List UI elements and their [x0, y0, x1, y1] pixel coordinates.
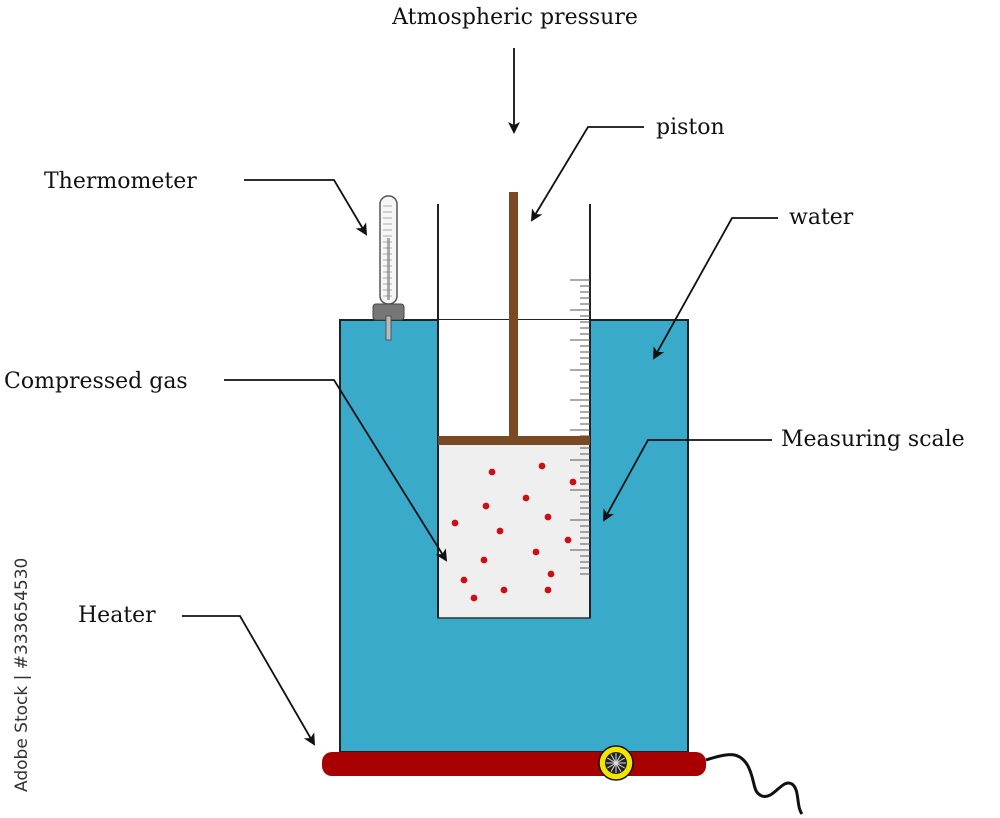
- label-water: water: [789, 205, 854, 230]
- label-compressed-gas: Compressed gas: [4, 369, 188, 394]
- compressed-gas-region: [437, 441, 591, 619]
- label-measuring-scale: Measuring scale: [781, 427, 965, 452]
- label-atmospheric-pressure: Atmospheric pressure: [391, 5, 638, 30]
- gas-particle: [569, 478, 577, 486]
- gas-particle: [496, 527, 504, 535]
- heater-cable: [705, 753, 804, 815]
- stock-watermark: Adobe Stock | #333654530: [12, 558, 32, 792]
- compressed-gas-arrow: [224, 379, 448, 562]
- thermometer: [372, 195, 405, 341]
- gas-particle: [547, 570, 555, 578]
- gas-particle: [482, 502, 490, 510]
- heater-knob[interactable]: [598, 745, 634, 781]
- gas-particle: [544, 586, 552, 594]
- label-heater: Heater: [78, 603, 156, 628]
- gas-particle: [532, 548, 540, 556]
- gas-particle: [544, 513, 552, 521]
- gas-particle: [500, 586, 508, 594]
- label-piston: piston: [656, 115, 725, 140]
- gas-particle: [564, 536, 572, 544]
- piston-rod: [509, 192, 518, 438]
- gas-particle: [538, 462, 546, 470]
- measuring-scale-arrow: [603, 439, 772, 522]
- gas-particle: [522, 494, 530, 502]
- piston-arrow: [530, 126, 644, 222]
- gas-particle: [451, 519, 459, 527]
- heater-plate: [322, 752, 706, 776]
- gas-particle: [488, 468, 496, 476]
- gas-particle: [470, 594, 478, 602]
- heater-arrow: [182, 615, 316, 746]
- gas-particle: [480, 556, 488, 564]
- piston-plate: [438, 436, 590, 445]
- label-thermometer: Thermometer: [44, 169, 197, 194]
- measuring-scale: [570, 279, 590, 575]
- water-arrow: [653, 217, 778, 360]
- gas-particle: [460, 576, 468, 584]
- thermometer-arrow: [244, 179, 368, 236]
- gas-particles: [451, 462, 577, 602]
